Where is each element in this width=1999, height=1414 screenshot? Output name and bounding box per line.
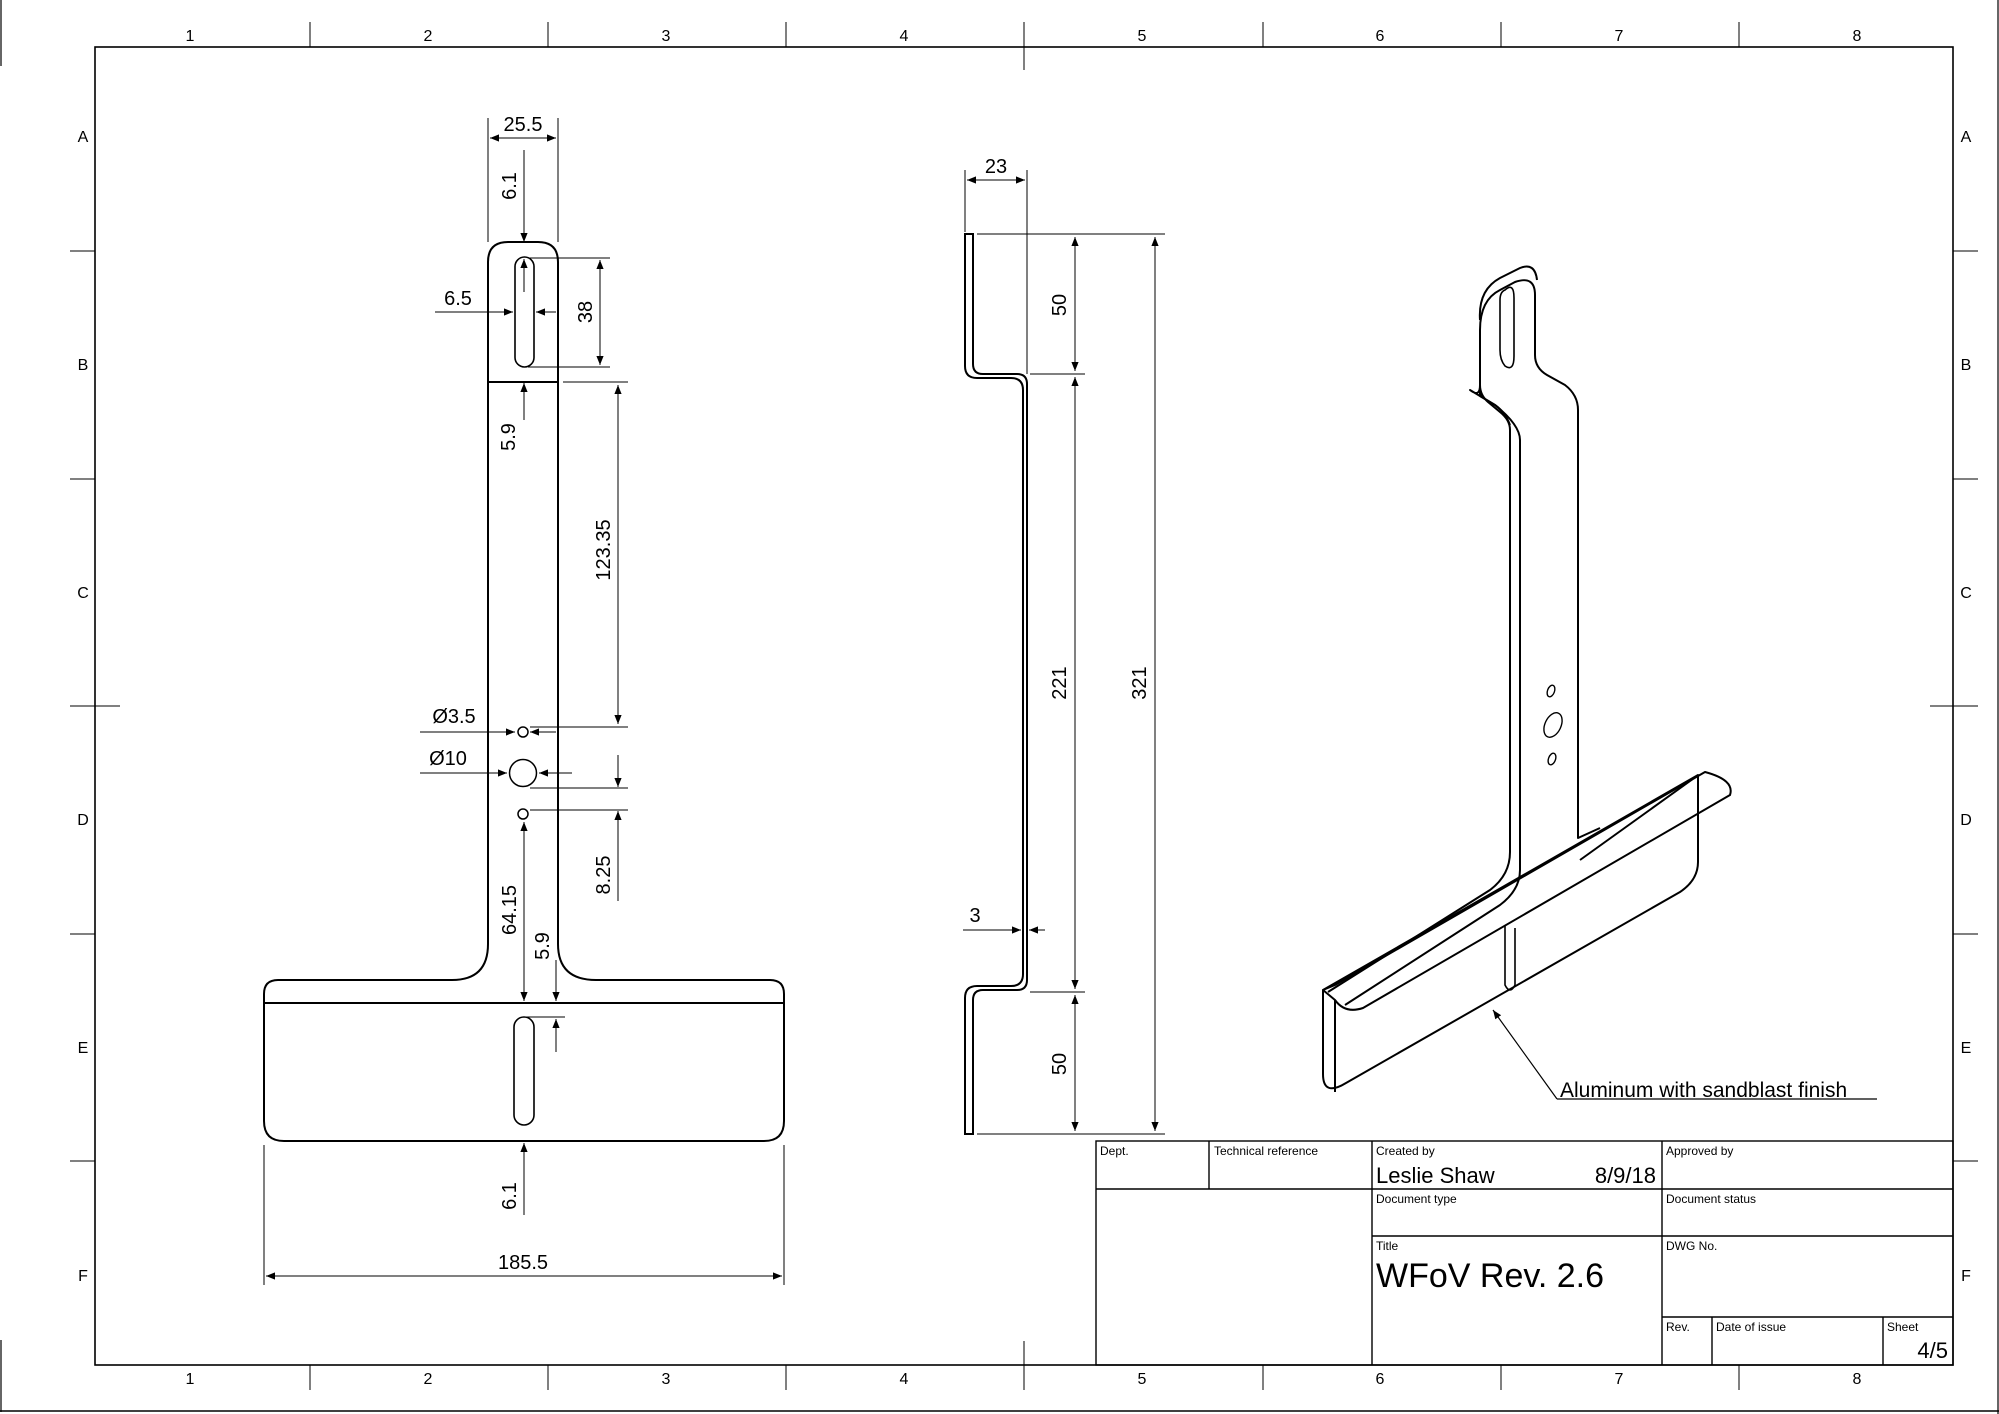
row-label: C [77, 585, 89, 602]
dim-offset: 23 [985, 156, 1007, 178]
side-view: 23 50 221 321 3 50 [963, 156, 1165, 1135]
iso-base-channel [1322, 774, 1699, 1090]
dept-label: Dept. [1100, 1144, 1129, 1158]
top-slot [514, 256, 535, 368]
row-label: B [1961, 357, 1972, 374]
approved-label: Approved by [1666, 1144, 1733, 1158]
small-hole [517, 726, 529, 738]
col-label: 4 [900, 1371, 909, 1388]
dim-small-hole: Ø3.5 [432, 706, 475, 728]
row-label: F [1961, 1268, 1971, 1285]
created-label: Created by [1376, 1144, 1435, 1158]
col-label: 2 [424, 28, 433, 45]
created-by-name: Leslie Shaw [1376, 1163, 1495, 1188]
dim-bottom-margin: 6.1 [499, 1182, 521, 1210]
dim-bottom-leg: 50 [1049, 1053, 1071, 1075]
col-label: 2 [424, 1371, 433, 1388]
side-profile [964, 233, 1028, 1135]
rev-label: Rev. [1666, 1320, 1690, 1334]
dim-middle: 221 [1049, 666, 1071, 699]
front-view: 25.5 6.1 6.5 38 5.9 123.35 Ø3.5 Ø10 8.25… [263, 114, 785, 1285]
title-block: Dept. Technical reference Created by App… [1095, 1140, 1954, 1366]
dwg-label: DWG No. [1666, 1239, 1717, 1253]
dim-overall: 321 [1129, 666, 1151, 699]
doctype-label: Document type [1376, 1192, 1457, 1206]
techref-label: Technical reference [1214, 1144, 1318, 1158]
grid-labels: 1 2 3 4 5 6 7 8 1 2 3 4 5 6 7 8 A B C D … [77, 28, 1972, 1388]
row-label: A [1961, 129, 1972, 146]
dim-slot-width: 6.5 [444, 288, 472, 310]
dim-large-hole: Ø10 [429, 748, 467, 770]
isometric-view [1322, 265, 1732, 1092]
drawing-title: WFoV Rev. 2.6 [1376, 1257, 1604, 1295]
col-label: 5 [1138, 28, 1147, 45]
material-callout: Aluminum with sandblast finish [1492, 1009, 1877, 1102]
large-hole [508, 758, 538, 788]
row-label: D [77, 812, 89, 829]
side-dim-lines [963, 170, 1165, 1135]
dim-bend-to-hole: 123.35 [593, 519, 615, 580]
small-hole [517, 808, 529, 820]
row-label: B [78, 357, 89, 374]
dim-base-width: 185.5 [498, 1252, 548, 1274]
col-label: 1 [186, 1371, 195, 1388]
dim-top-width: 25.5 [504, 114, 543, 136]
dim-hole-to-base: 64.15 [499, 885, 521, 935]
col-label: 5 [1138, 1371, 1147, 1388]
row-label: E [78, 1040, 89, 1057]
sheet-label: Sheet [1887, 1320, 1919, 1334]
date-of-issue-label: Date of issue [1716, 1320, 1786, 1334]
row-label: E [1961, 1040, 1972, 1057]
material-callout-text: Aluminum with sandblast finish [1560, 1079, 1847, 1102]
row-label: A [78, 129, 89, 146]
iso-vertical-strip [1479, 384, 1521, 870]
col-label: 7 [1615, 1371, 1624, 1388]
col-label: 8 [1853, 28, 1862, 45]
dim-slot-length: 38 [575, 301, 597, 323]
front-dim-text: 25.5 6.1 6.5 38 5.9 123.35 Ø3.5 Ø10 8.25… [429, 114, 615, 1274]
col-label: 6 [1376, 1371, 1385, 1388]
dim-top-margin: 6.1 [499, 172, 521, 200]
col-label: 4 [900, 28, 909, 45]
front-outline [263, 241, 785, 1142]
dim-thickness: 3 [969, 905, 980, 927]
col-label: 1 [186, 28, 195, 45]
dim-slot-to-bend: 5.9 [498, 423, 520, 451]
row-label: C [1960, 585, 1972, 602]
col-label: 7 [1615, 28, 1624, 45]
front-dim-lines [263, 118, 785, 1285]
docstatus-label: Document status [1666, 1192, 1756, 1206]
row-label: D [1960, 812, 1972, 829]
dim-top-leg: 50 [1049, 294, 1071, 316]
title-label: Title [1376, 1239, 1399, 1253]
col-label: 6 [1376, 28, 1385, 45]
sheet-number: 4/5 [1917, 1338, 1948, 1363]
col-label: 8 [1853, 1371, 1862, 1388]
col-label: 3 [662, 28, 671, 45]
dim-base-offset: 5.9 [532, 932, 554, 960]
bottom-slot [513, 1016, 535, 1126]
side-dim-text: 23 50 221 321 3 50 [969, 156, 1151, 1075]
dim-hole-spacing: 8.25 [593, 856, 615, 895]
row-label: F [78, 1268, 88, 1285]
created-date: 8/9/18 [1595, 1163, 1656, 1188]
col-label: 3 [662, 1371, 671, 1388]
